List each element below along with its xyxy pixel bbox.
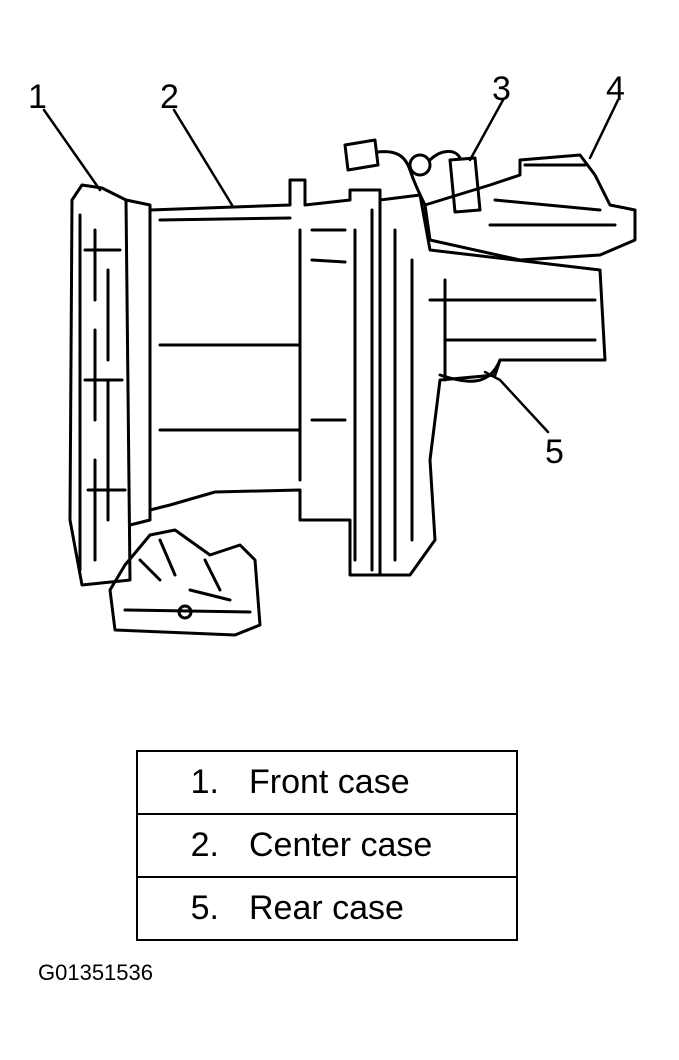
callout-2: 2 — [160, 78, 179, 116]
callout-1: 1 — [28, 78, 47, 116]
center-case-drawing — [148, 178, 382, 577]
rear-case-drawing — [378, 193, 607, 577]
top-cover-drawing — [423, 153, 637, 262]
mounting-bracket-drawing — [108, 528, 262, 637]
parts-legend-table: 1. Front case 2. Center case 5. Rear cas… — [136, 750, 518, 941]
legend-label: Center case — [249, 813, 517, 877]
legend-label: Front case — [249, 763, 410, 801]
legend-row: 5. Rear case — [137, 876, 517, 940]
figure-id-code: G01351536 — [38, 960, 153, 985]
transfer-case-illustration: 1 2 3 4 5 — [28, 70, 637, 637]
legend-number: 5. — [137, 876, 249, 940]
legend-row: 2. Center case — [137, 813, 517, 877]
legend-label: Rear case — [249, 876, 517, 940]
callout-3: 3 — [492, 70, 511, 108]
legend-number: 2. — [137, 813, 249, 877]
callout-5: 5 — [545, 433, 564, 471]
leader-lines — [42, 98, 620, 434]
legend-row: 1. Front case — [137, 751, 517, 814]
callout-4: 4 — [606, 70, 625, 108]
connector-drawing — [343, 138, 482, 214]
front-case-drawing — [68, 183, 152, 587]
legend-number: 1. — [190, 763, 219, 801]
